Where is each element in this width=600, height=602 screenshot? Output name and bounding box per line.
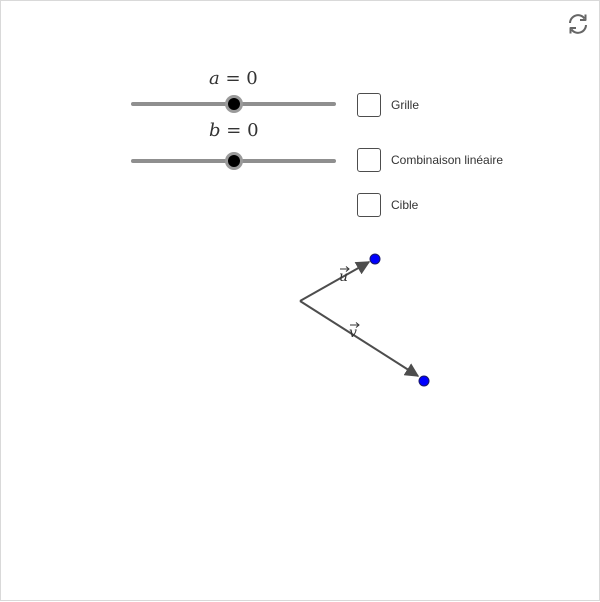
slider-a-value: 0 — [246, 68, 258, 89]
checkbox-grille-label: Grille — [391, 98, 420, 112]
refresh-icon — [569, 14, 587, 34]
slider-b-variable: b — [209, 120, 221, 141]
slider-b-value: 0 — [247, 120, 259, 141]
checkbox-cible[interactable] — [357, 193, 381, 217]
vector-u — [299, 261, 371, 302]
vector-v-endpoint[interactable] — [418, 375, 430, 387]
checkbox-combinaison-label: Combinaison linéaire — [391, 153, 504, 167]
vector-v — [299, 300, 420, 377]
checkbox-row-cible[interactable]: Cible — [357, 191, 418, 219]
vector-u-label-text: u — [339, 269, 348, 285]
vector-u-label: u — [339, 266, 350, 285]
slider-b-thumb-dot — [227, 155, 240, 167]
checkbox-grille[interactable] — [357, 93, 381, 117]
slider-b-equals: = — [226, 120, 242, 141]
slider-a-thumb-dot — [227, 98, 240, 110]
checkbox-cible-label: Cible — [391, 198, 419, 212]
slider-a-variable: a — [209, 68, 220, 89]
vector-u-endpoint[interactable] — [369, 253, 381, 265]
slider-a-thumb[interactable] — [224, 95, 243, 113]
slider-a-label: a = 0 — [209, 68, 258, 89]
slider-b-thumb[interactable] — [224, 152, 243, 170]
checkbox-row-combinaison[interactable]: Combinaison linéaire — [357, 146, 503, 174]
slider-b-label: b = 0 — [209, 120, 259, 141]
checkbox-row-grille[interactable]: Grille — [357, 91, 419, 119]
reset-button[interactable] — [565, 11, 591, 37]
vector-v-label: v — [349, 322, 360, 341]
checkbox-combinaison-lineaire[interactable] — [357, 148, 381, 172]
vector-v-label-text: v — [349, 325, 357, 341]
slider-a-equals: = — [225, 68, 241, 89]
